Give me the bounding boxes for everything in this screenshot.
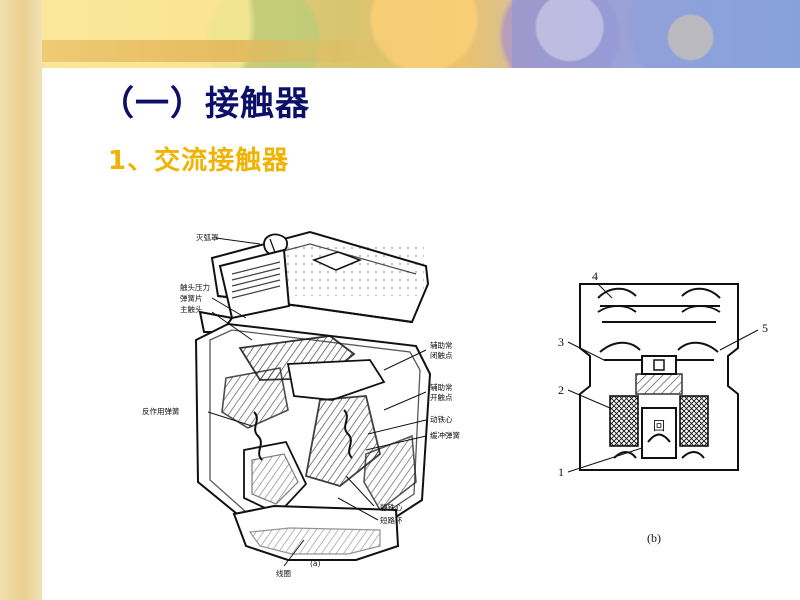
schematic-number-4: 4 [592, 269, 598, 283]
label-coil: 线圈 [276, 568, 291, 578]
label-contact-pressure-spring: 触头压力 [180, 282, 210, 292]
decorative-left-bar [0, 0, 42, 600]
label-main-contact: 主触头 [180, 304, 203, 314]
label-aux-nc-contact-bottom: 闭触点 [430, 350, 453, 360]
schematic-number-2: 2 [558, 383, 564, 397]
figure-a-caption: (a) [310, 559, 321, 568]
slide-title: （一）接触器 [100, 84, 310, 124]
schematic-number-5: 5 [762, 321, 768, 335]
schematic-number-3: 3 [558, 335, 564, 349]
slide-subtitle: 1、交流接触器 [108, 146, 290, 176]
label-aux-no-contact-bottom: 开触点 [430, 392, 453, 402]
label-aux-no-contact-top: 辅助常 [430, 382, 453, 392]
decorative-header-band [0, 0, 800, 68]
label-arc-cover: 灭弧罩 [196, 232, 219, 242]
label-spring-sheet: 弹簧片 [180, 293, 203, 303]
label-reaction-spring: 反作用弹簧 [142, 406, 180, 416]
label-buffer-spring: 缓冲弹簧 [430, 430, 460, 440]
label-shorting-ring: 短路环 [380, 515, 403, 525]
schematic-number-1: 1 [558, 465, 564, 479]
label-static-core: 静铁心 [380, 502, 403, 512]
figure-b-caption: (b) [647, 531, 661, 545]
contactor-cutaway-figure: 灭弧罩 触头压力 弹簧片 主触头 辅助常 闭触点 辅助常 开触点 反作用弹簧 动… [142, 230, 460, 578]
label-moving-core: 动铁心 [430, 414, 453, 424]
label-aux-nc-contact-top: 辅助常 [430, 340, 453, 350]
contactor-schematic-figure: 4 3 5 2 1 回 (b) [558, 269, 768, 545]
schematic-inner-label: 回 [653, 419, 665, 433]
